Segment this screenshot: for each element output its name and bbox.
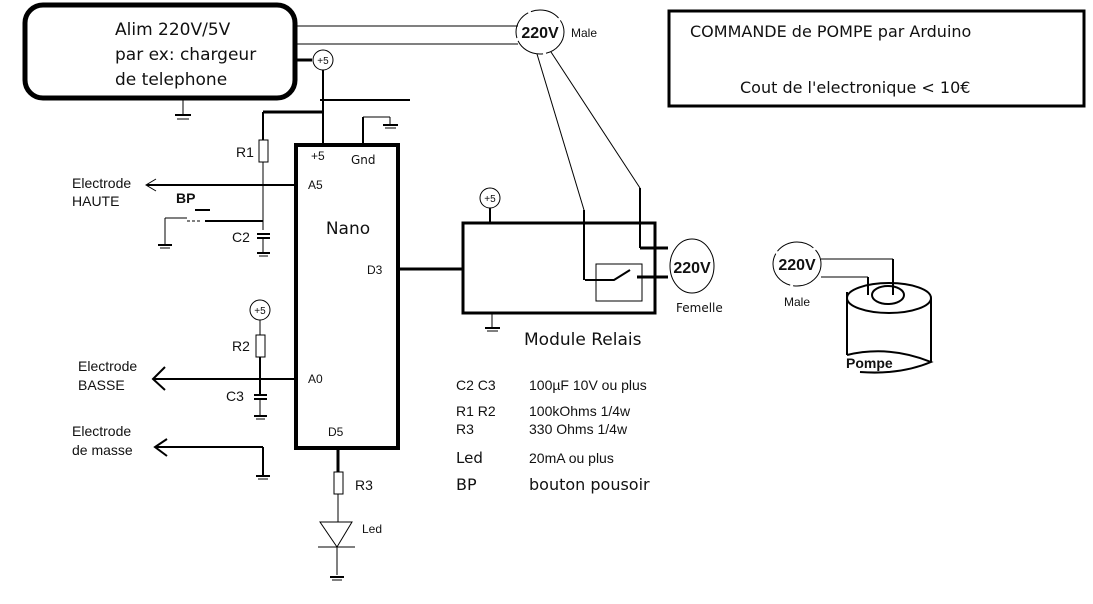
bom-ref: R3 bbox=[456, 421, 474, 437]
arrow-electrode-low bbox=[151, 366, 166, 391]
resistor-r2 bbox=[255, 334, 266, 358]
pump-label: Pompe bbox=[846, 355, 893, 371]
pin-a5: A5 bbox=[308, 178, 323, 192]
nano-label: Nano bbox=[326, 219, 370, 239]
arrow-electrode-ground bbox=[153, 438, 168, 457]
cost-text: Cout de l'electronique < 10€ bbox=[740, 78, 970, 97]
ground-symbol bbox=[158, 244, 172, 249]
plus5-terminal-relay: +5 bbox=[479, 187, 501, 209]
top-220v-plug: 220V Male bbox=[515, 9, 597, 55]
electrode-ground-line2: de masse bbox=[72, 442, 133, 458]
bom-value: bouton pousoir bbox=[529, 475, 650, 494]
bom-value: 20mA ou plus bbox=[529, 450, 614, 466]
capacitor-c2 bbox=[257, 233, 270, 257]
svg-text:Male: Male bbox=[571, 26, 597, 40]
power-supply-line1: Alim 220V/5V bbox=[115, 20, 231, 40]
bom-value: 100kOhms 1/4w bbox=[529, 403, 631, 419]
svg-text:220V: 220V bbox=[521, 25, 559, 42]
svg-text:+5: +5 bbox=[484, 194, 496, 205]
relay-switch-box bbox=[595, 263, 643, 302]
led-diode bbox=[318, 521, 355, 575]
svg-text:Femelle: Femelle bbox=[676, 301, 723, 315]
pump bbox=[846, 259, 934, 374]
label-r1: R1 bbox=[236, 144, 254, 160]
electrode-ground-line1: Electrode bbox=[72, 423, 131, 439]
svg-text:220V: 220V bbox=[673, 260, 711, 277]
power-supply-line2: par ex: chargeur bbox=[115, 45, 256, 65]
push-button-bp bbox=[164, 209, 263, 245]
arduino-nano: Nano +5 Gnd A5 D3 A0 D5 bbox=[294, 143, 400, 450]
svg-text:Male: Male bbox=[784, 295, 810, 309]
bom-value: 100µF 10V ou plus bbox=[529, 377, 647, 393]
bom-ref: Led bbox=[456, 449, 483, 467]
bom-ref: R1 R2 bbox=[456, 403, 496, 419]
bom-table: C2 C3 100µF 10V ou plus R1 R2 100kOhms 1… bbox=[456, 377, 650, 494]
title-box: COMMANDE de POMPE par Arduino Cout de l'… bbox=[667, 9, 1086, 108]
ground-symbol bbox=[330, 576, 344, 581]
power-supply: Alim 220V/5V par ex: chargeur de telepho… bbox=[22, 2, 298, 101]
plus5-terminal-r2: +5 bbox=[249, 299, 271, 321]
pump-220v-plug: 220V Male bbox=[772, 241, 822, 309]
electrode-high-line2: HAUTE bbox=[72, 193, 119, 209]
capacitor-c3 bbox=[254, 394, 267, 420]
plus5-supply-terminal: +5 bbox=[312, 49, 334, 71]
power-supply-line3: de telephone bbox=[115, 70, 227, 90]
electrode-low-line2: BASSE bbox=[78, 377, 125, 393]
label-c2: C2 bbox=[232, 229, 250, 245]
svg-text:+5: +5 bbox=[254, 306, 266, 317]
ground-symbol bbox=[175, 100, 191, 120]
ground-symbol bbox=[483, 311, 510, 332]
electrode-low-line1: Electrode bbox=[78, 358, 137, 374]
title-text: COMMANDE de POMPE par Arduino bbox=[690, 22, 971, 41]
ground-symbol bbox=[383, 117, 398, 129]
svg-text:+5: +5 bbox=[317, 56, 329, 67]
relay-label: Module Relais bbox=[524, 330, 642, 350]
electrode-high-line1: Electrode bbox=[72, 175, 131, 191]
arrow-electrode-high bbox=[145, 178, 157, 192]
pin-plus5: +5 bbox=[311, 149, 325, 163]
pin-a0: A0 bbox=[308, 372, 323, 386]
label-bp: BP bbox=[176, 190, 195, 206]
label-led: Led bbox=[362, 522, 382, 536]
pin-d3: D3 bbox=[367, 263, 383, 277]
ground-symbol bbox=[256, 475, 270, 480]
relay-switch-contact bbox=[585, 269, 631, 281]
relay-module bbox=[461, 188, 668, 315]
label-r3: R3 bbox=[355, 477, 373, 493]
bom-ref: BP bbox=[456, 475, 477, 494]
label-r2: R2 bbox=[232, 338, 250, 354]
relay-220v-socket: 220V Femelle bbox=[669, 238, 723, 315]
bom-ref: C2 C3 bbox=[456, 377, 496, 393]
bom-value: 330 Ohms 1/4w bbox=[529, 421, 628, 437]
resistor-r1 bbox=[258, 139, 269, 163]
resistor-r3 bbox=[333, 471, 344, 495]
pin-d5: D5 bbox=[328, 425, 344, 439]
label-c3: C3 bbox=[226, 388, 244, 404]
pin-gnd: Gnd bbox=[351, 153, 376, 167]
svg-text:220V: 220V bbox=[778, 257, 816, 274]
